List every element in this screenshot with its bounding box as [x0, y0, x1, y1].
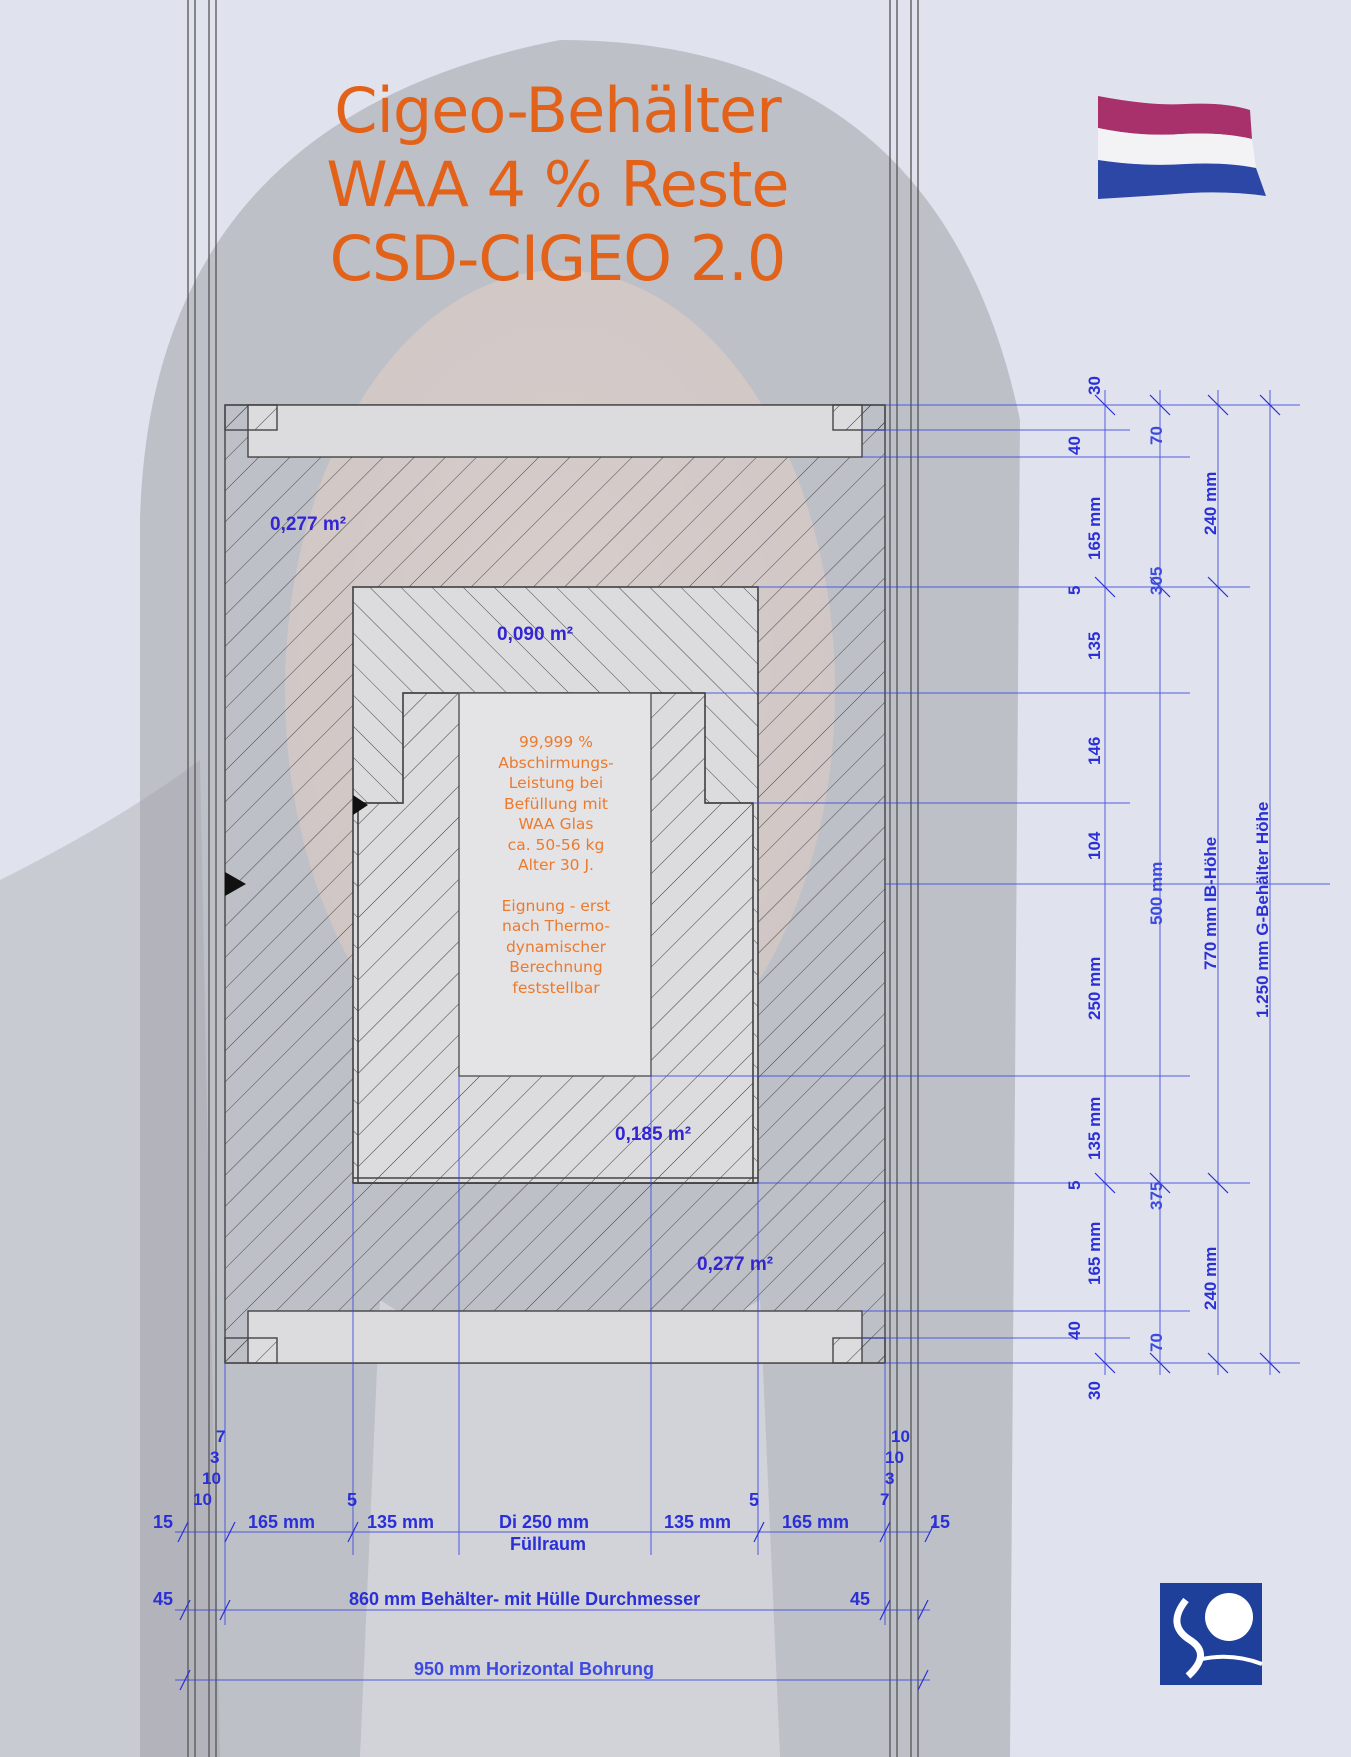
vdim-ib-height: 770 mm IB-Höhe — [1201, 837, 1220, 970]
vdim-70-top: 70 — [1147, 426, 1166, 445]
dimension-ticks — [177, 394, 1281, 1691]
vertical-dims-col1: 30 40 165 mm 5 135 146 104 250 mm 135 mm… — [1065, 376, 1104, 1400]
company-logo-icon — [1160, 1583, 1263, 1685]
plug-marker — [353, 795, 368, 815]
vdim-40-bottom: 40 — [1065, 1321, 1084, 1340]
vdim-70-bottom: 70 — [1147, 1333, 1166, 1352]
hdim-left-7: 7 — [216, 1427, 225, 1446]
vdim-305: 305 — [1147, 567, 1166, 595]
vdim-500: 500 mm — [1147, 862, 1166, 925]
vdim-30-top: 30 — [1085, 376, 1104, 395]
center-marker-left — [225, 872, 246, 896]
title-line-3: CSD-CIGEO 2.0 — [329, 222, 787, 295]
hdim-left-10a: 10 — [202, 1469, 221, 1488]
hdim-inner-diameter: Di 250 mm — [499, 1512, 589, 1532]
hdim-right-3: 3 — [885, 1469, 894, 1488]
hdim-right-7: 7 — [880, 1490, 889, 1509]
note-line-12: feststellbar — [512, 978, 600, 997]
horizontal-dims-row1: 15 165 mm 5 135 mm Di 250 mm 5 135 mm 16… — [153, 1490, 950, 1554]
hdim-5-right: 5 — [749, 1490, 759, 1510]
vdim-240-bottom: 240 mm — [1201, 1247, 1220, 1310]
vdim-total-height: 1.250 mm G-Behälter Höhe — [1253, 802, 1272, 1018]
horizontal-dims-row2: 45 860 mm Behälter- mit Hülle Durchmesse… — [153, 1589, 870, 1609]
hdim-left-10b: 10 — [193, 1490, 212, 1509]
inner-container — [352, 586, 759, 1184]
title-line-2: WAA 4 % Reste — [326, 148, 789, 221]
horizontal-dims-right-stack: 10 10 3 7 — [880, 1427, 910, 1509]
hdim-15-right: 15 — [930, 1512, 950, 1532]
dimension-lines — [175, 390, 1330, 1681]
netherlands-flag-icon — [1098, 96, 1266, 199]
vdim-135-a: 135 — [1085, 632, 1104, 660]
vdim-30-bottom: 30 — [1085, 1381, 1104, 1400]
outer-container-body — [224, 404, 886, 1364]
note-line-11: Berechnung — [509, 958, 603, 976]
vdim-135-b: 135 mm — [1085, 1097, 1104, 1160]
vdim-165-bottom: 165 mm — [1085, 1222, 1104, 1285]
hdim-45-left: 45 — [153, 1589, 173, 1609]
note-line-3: Leistung bei — [508, 774, 604, 792]
vertical-dims-col4: 1.250 mm G-Behälter Höhe — [1253, 802, 1272, 1018]
hdim-right-10b: 10 — [885, 1448, 904, 1467]
note-line-9: nach Thermo- — [502, 917, 610, 935]
hdim-165-left: 165 mm — [248, 1512, 315, 1532]
vdim-146: 146 — [1085, 737, 1104, 765]
title-line-1: Cigeo-Behälter — [334, 74, 781, 147]
area-label-lid: 0,277 m² — [270, 514, 346, 535]
vertical-dims-col3: 240 mm 770 mm IB-Höhe 240 mm — [1201, 472, 1220, 1310]
hdim-container-diameter: 860 mm Behälter- mit Hülle Durchmesser — [349, 1589, 700, 1609]
note-line-10: dynamischer — [505, 937, 607, 956]
note-line-8: Eignung - erst — [501, 896, 611, 915]
note-line-7: Alter 30 J. — [518, 856, 594, 874]
area-label-bottom: 0,277 m² — [697, 1254, 773, 1275]
vertical-dims-col2: 70 305 500 mm 375 70 — [1147, 426, 1166, 1352]
shielding-note: 99,999 % Abschirmungs- Leistung bei Befü… — [470, 732, 642, 998]
area-label-inner-lid: 0,090 m² — [497, 624, 573, 645]
note-line-4: Befüllung mit — [504, 794, 608, 813]
vdim-5-bottom: 5 — [1065, 1181, 1084, 1190]
vdim-250: 250 mm — [1085, 957, 1104, 1020]
hdim-45-right: 45 — [850, 1589, 870, 1609]
hdim-left-3: 3 — [210, 1448, 219, 1467]
note-line-2: Abschirmungs- — [498, 753, 614, 772]
note-line-6: ca. 50-56 kg — [507, 835, 605, 854]
hdim-135-right: 135 mm — [664, 1512, 731, 1532]
vdim-104: 104 — [1085, 831, 1104, 860]
hdim-135-left: 135 mm — [367, 1512, 434, 1532]
note-line-5: WAA Glas — [518, 815, 594, 833]
area-label-inner-body: 0,185 m² — [615, 1124, 691, 1145]
hdim-15-left: 15 — [153, 1512, 173, 1532]
hdim-bore-diameter: 950 mm Horizontal Bohrung — [414, 1659, 654, 1679]
vdim-375: 375 — [1147, 1182, 1166, 1210]
vdim-240-top: 240 mm — [1201, 472, 1220, 535]
note-line-1: 99,999 % — [519, 733, 593, 751]
horizontal-dims-left-stack: 7 3 10 10 — [193, 1427, 225, 1509]
hdim-165-right: 165 mm — [782, 1512, 849, 1532]
hdim-5-left: 5 — [347, 1490, 357, 1510]
horizontal-dims-row3: 950 mm Horizontal Bohrung — [414, 1659, 654, 1679]
vdim-40-top: 40 — [1065, 436, 1084, 455]
vdim-5-top: 5 — [1065, 586, 1084, 595]
bore-hole-walls — [187, 0, 919, 1757]
hdim-right-10a: 10 — [891, 1427, 910, 1446]
fill-space-label: Füllraum — [510, 1534, 586, 1554]
vdim-165-top: 165 mm — [1085, 497, 1104, 560]
